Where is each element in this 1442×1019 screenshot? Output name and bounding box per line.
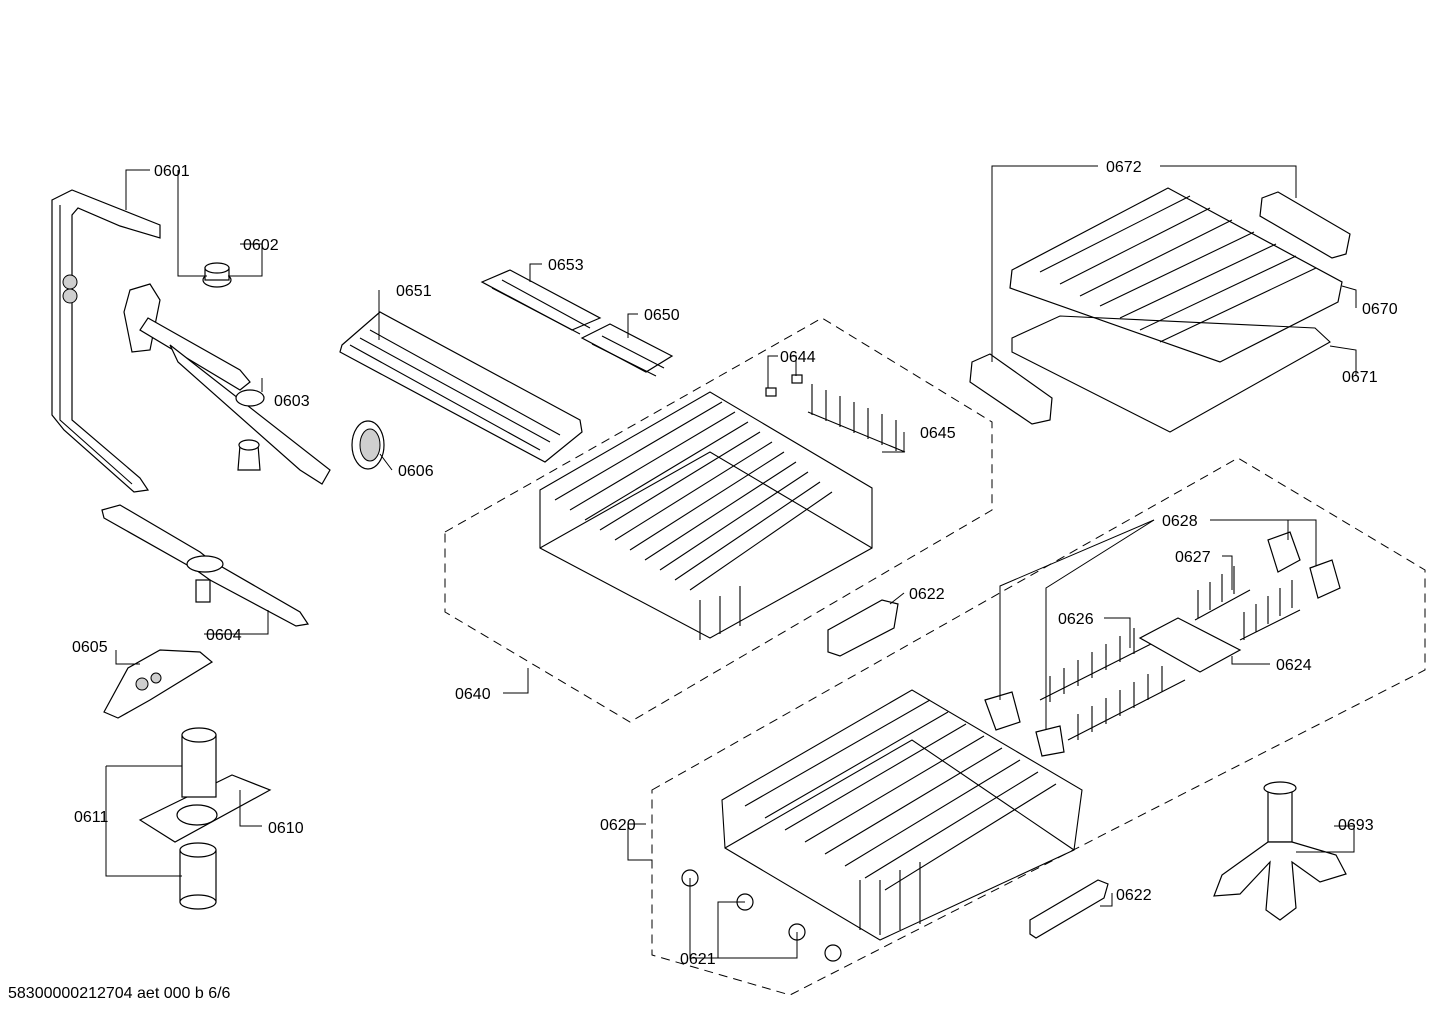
lower-spray-arm <box>101 504 310 627</box>
fine-filter-plate <box>103 649 214 719</box>
leader-lines <box>105 165 1357 959</box>
cup-shelf-lower <box>1029 879 1109 939</box>
cutlery-basket-holder <box>1213 781 1347 921</box>
label-0627: 0627 <box>1175 549 1211 566</box>
label-0601: 0601 <box>154 163 190 180</box>
tine-row-holders <box>1138 617 1242 673</box>
label-0622-lower: 0622 <box>1116 887 1152 904</box>
lower-basket-tine-row-right <box>1067 666 1186 741</box>
part-labels: 0601 0602 0603 0604 0605 0606 0610 0611 … <box>72 159 1398 968</box>
spray-supply-pipe <box>51 189 161 493</box>
label-0653: 0653 <box>548 257 584 274</box>
label-0610: 0610 <box>268 820 304 837</box>
label-0606: 0606 <box>398 463 434 480</box>
label-0605: 0605 <box>72 639 108 656</box>
folding-tine-rows <box>1194 566 1301 641</box>
label-0672: 0672 <box>1106 159 1142 176</box>
third-rack-rail-right <box>1259 191 1351 259</box>
label-0651: 0651 <box>396 283 432 300</box>
cup-shelf-upper <box>827 599 899 657</box>
label-0604: 0604 <box>206 627 242 644</box>
spray-arm-nut <box>202 262 232 288</box>
cutlery-rack-large <box>480 269 602 335</box>
drawing-reference-footer: 58300000212704 aet 000 b 6/6 <box>8 985 231 1002</box>
lower-basket-tine-row-left <box>1039 628 1156 702</box>
label-0671: 0671 <box>1342 369 1378 386</box>
label-0621: 0621 <box>680 951 716 968</box>
label-0645: 0645 <box>920 425 956 442</box>
upper-spray-arm <box>123 283 331 485</box>
micro-sieve <box>351 420 385 470</box>
filter-assembly <box>138 727 272 910</box>
upper-basket-rack-clips <box>765 374 803 397</box>
label-0602: 0602 <box>243 237 279 254</box>
label-0670: 0670 <box>1362 301 1398 318</box>
tine-row-clips <box>984 531 1341 757</box>
label-0611: 0611 <box>74 809 109 826</box>
label-0644: 0644 <box>780 349 816 366</box>
label-0603: 0603 <box>274 393 310 410</box>
label-0628: 0628 <box>1162 513 1198 530</box>
label-0640: 0640 <box>455 686 491 703</box>
lower-basket <box>721 689 1083 941</box>
label-0624: 0624 <box>1276 657 1312 674</box>
cutlery-rack-small <box>580 323 674 377</box>
label-0620: 0620 <box>600 817 636 834</box>
upper-basket-tine-row <box>807 384 906 453</box>
third-rack-frame <box>1011 315 1331 433</box>
upper-basket-group-outline <box>444 317 993 723</box>
third-rack-tray <box>1009 187 1343 363</box>
label-0693: 0693 <box>1338 817 1374 834</box>
cutlery-drawer-insert <box>339 311 583 463</box>
label-0622-upper: 0622 <box>909 586 945 603</box>
label-0650: 0650 <box>644 307 680 324</box>
lower-basket-wheels <box>681 869 842 962</box>
label-0626: 0626 <box>1058 611 1094 628</box>
upper-basket <box>539 391 873 640</box>
third-rack-rail-left <box>969 353 1053 425</box>
lower-basket-group-outline <box>651 457 1426 996</box>
